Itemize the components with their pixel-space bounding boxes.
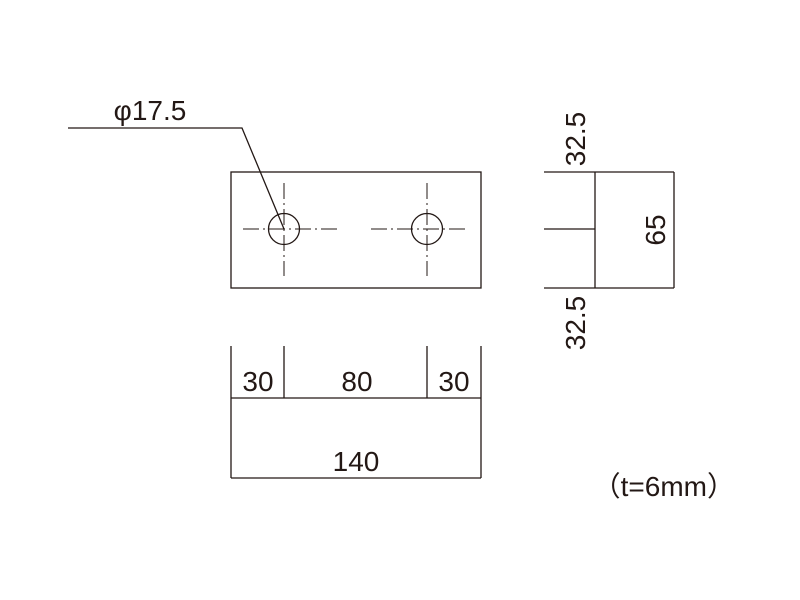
height-label: 65 bbox=[640, 214, 671, 245]
left-margin-label: 30 bbox=[242, 366, 273, 397]
overall-length-label: 140 bbox=[333, 446, 380, 477]
diameter-label: φ17.5 bbox=[114, 95, 187, 126]
plate-outline bbox=[230, 171, 482, 289]
hole-spacing-label: 80 bbox=[341, 366, 372, 397]
height-dimension: 32.5 65 32.5 bbox=[544, 112, 675, 351]
offset-top-label: 32.5 bbox=[560, 112, 591, 167]
front-view bbox=[230, 171, 482, 289]
diameter-callout: φ17.5 bbox=[68, 95, 285, 230]
leader-line bbox=[68, 127, 285, 230]
hole-right bbox=[371, 183, 469, 276]
offset-bottom-label: 32.5 bbox=[560, 296, 591, 351]
right-margin-label: 30 bbox=[438, 366, 469, 397]
hole-left bbox=[243, 183, 340, 276]
length-dimensions: 30 80 30 140 bbox=[230, 346, 482, 479]
thickness-note: （t=6mm） bbox=[593, 471, 735, 502]
